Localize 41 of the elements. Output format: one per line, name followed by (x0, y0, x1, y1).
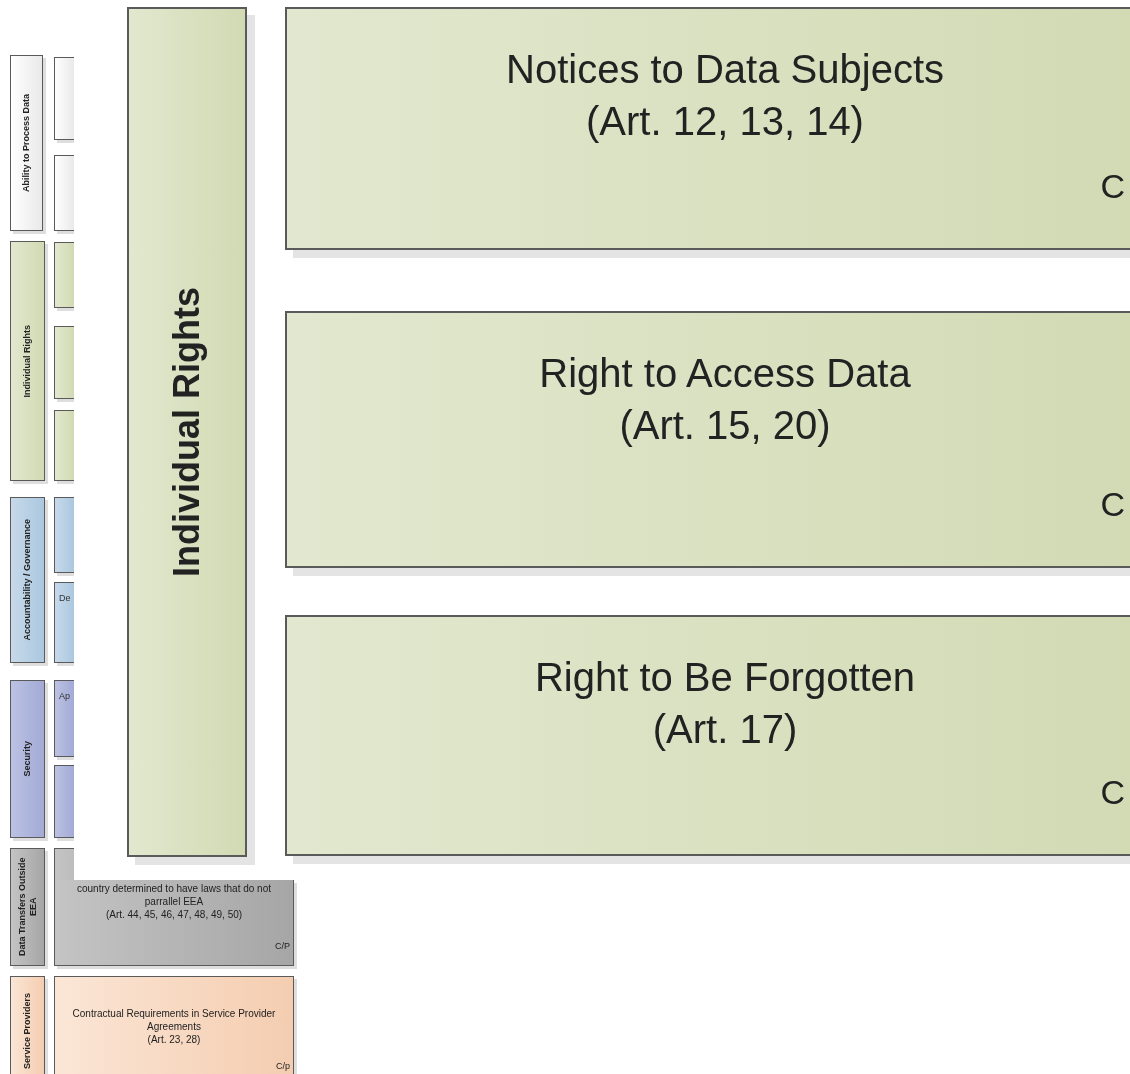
requirement-box (54, 410, 74, 481)
responsibility-code: C (1100, 167, 1125, 206)
category-label: Accountability / Governance (22, 519, 33, 641)
category-box (10, 680, 45, 838)
category-box (10, 976, 45, 1074)
requirement-box (54, 582, 74, 663)
category-label: Individual Rights (165, 287, 209, 577)
requirement-box (54, 880, 294, 966)
requirement-title: Contractual Requirements in Service Provider Agreements (71, 1007, 277, 1033)
requirement-box (54, 242, 74, 308)
requirement-box (54, 326, 74, 399)
category-box (10, 848, 45, 966)
requirement-box (54, 680, 74, 757)
requirement-title: Notices to Data Subjects (506, 46, 944, 93)
responsibility-code: C (1100, 485, 1125, 524)
responsibility-code: C/P (275, 941, 290, 951)
category-label: Individual Rights (22, 324, 33, 398)
article-reference: (Art. 12, 13, 14) (586, 98, 864, 145)
article-reference: (Art. 17) (652, 706, 798, 753)
category-box (10, 241, 45, 481)
article-reference: (Art. 15, 20) (619, 402, 831, 449)
requirement-box (54, 497, 74, 573)
responsibility-code: C (1100, 773, 1125, 812)
requirement-box (54, 765, 74, 838)
requirement-title: Right to Access Data (539, 350, 911, 397)
requirement-box (54, 155, 74, 231)
category-label: Security (22, 741, 33, 777)
requirement-box (54, 57, 74, 140)
category-label: Service Providers (22, 992, 33, 1070)
category-label: Data Transfers Outside EEA (16, 856, 39, 959)
category-label: Ability to Process Data (21, 94, 32, 192)
article-reference: (Art. 44, 45, 46, 47, 48, 49, 50) (105, 908, 243, 921)
responsibility-code: C/p (276, 1061, 290, 1071)
category-box (10, 497, 45, 663)
article-reference: (Art. 23, 28) (147, 1033, 201, 1046)
item-text: De (59, 593, 71, 603)
requirement-title: country determined to have laws that do not parrallel EEA (76, 882, 272, 908)
category-box (10, 55, 43, 231)
requirement-title: Right to Be Forgotten (534, 654, 916, 701)
requirement-box (54, 976, 294, 1074)
item-text: Ap (59, 691, 70, 701)
